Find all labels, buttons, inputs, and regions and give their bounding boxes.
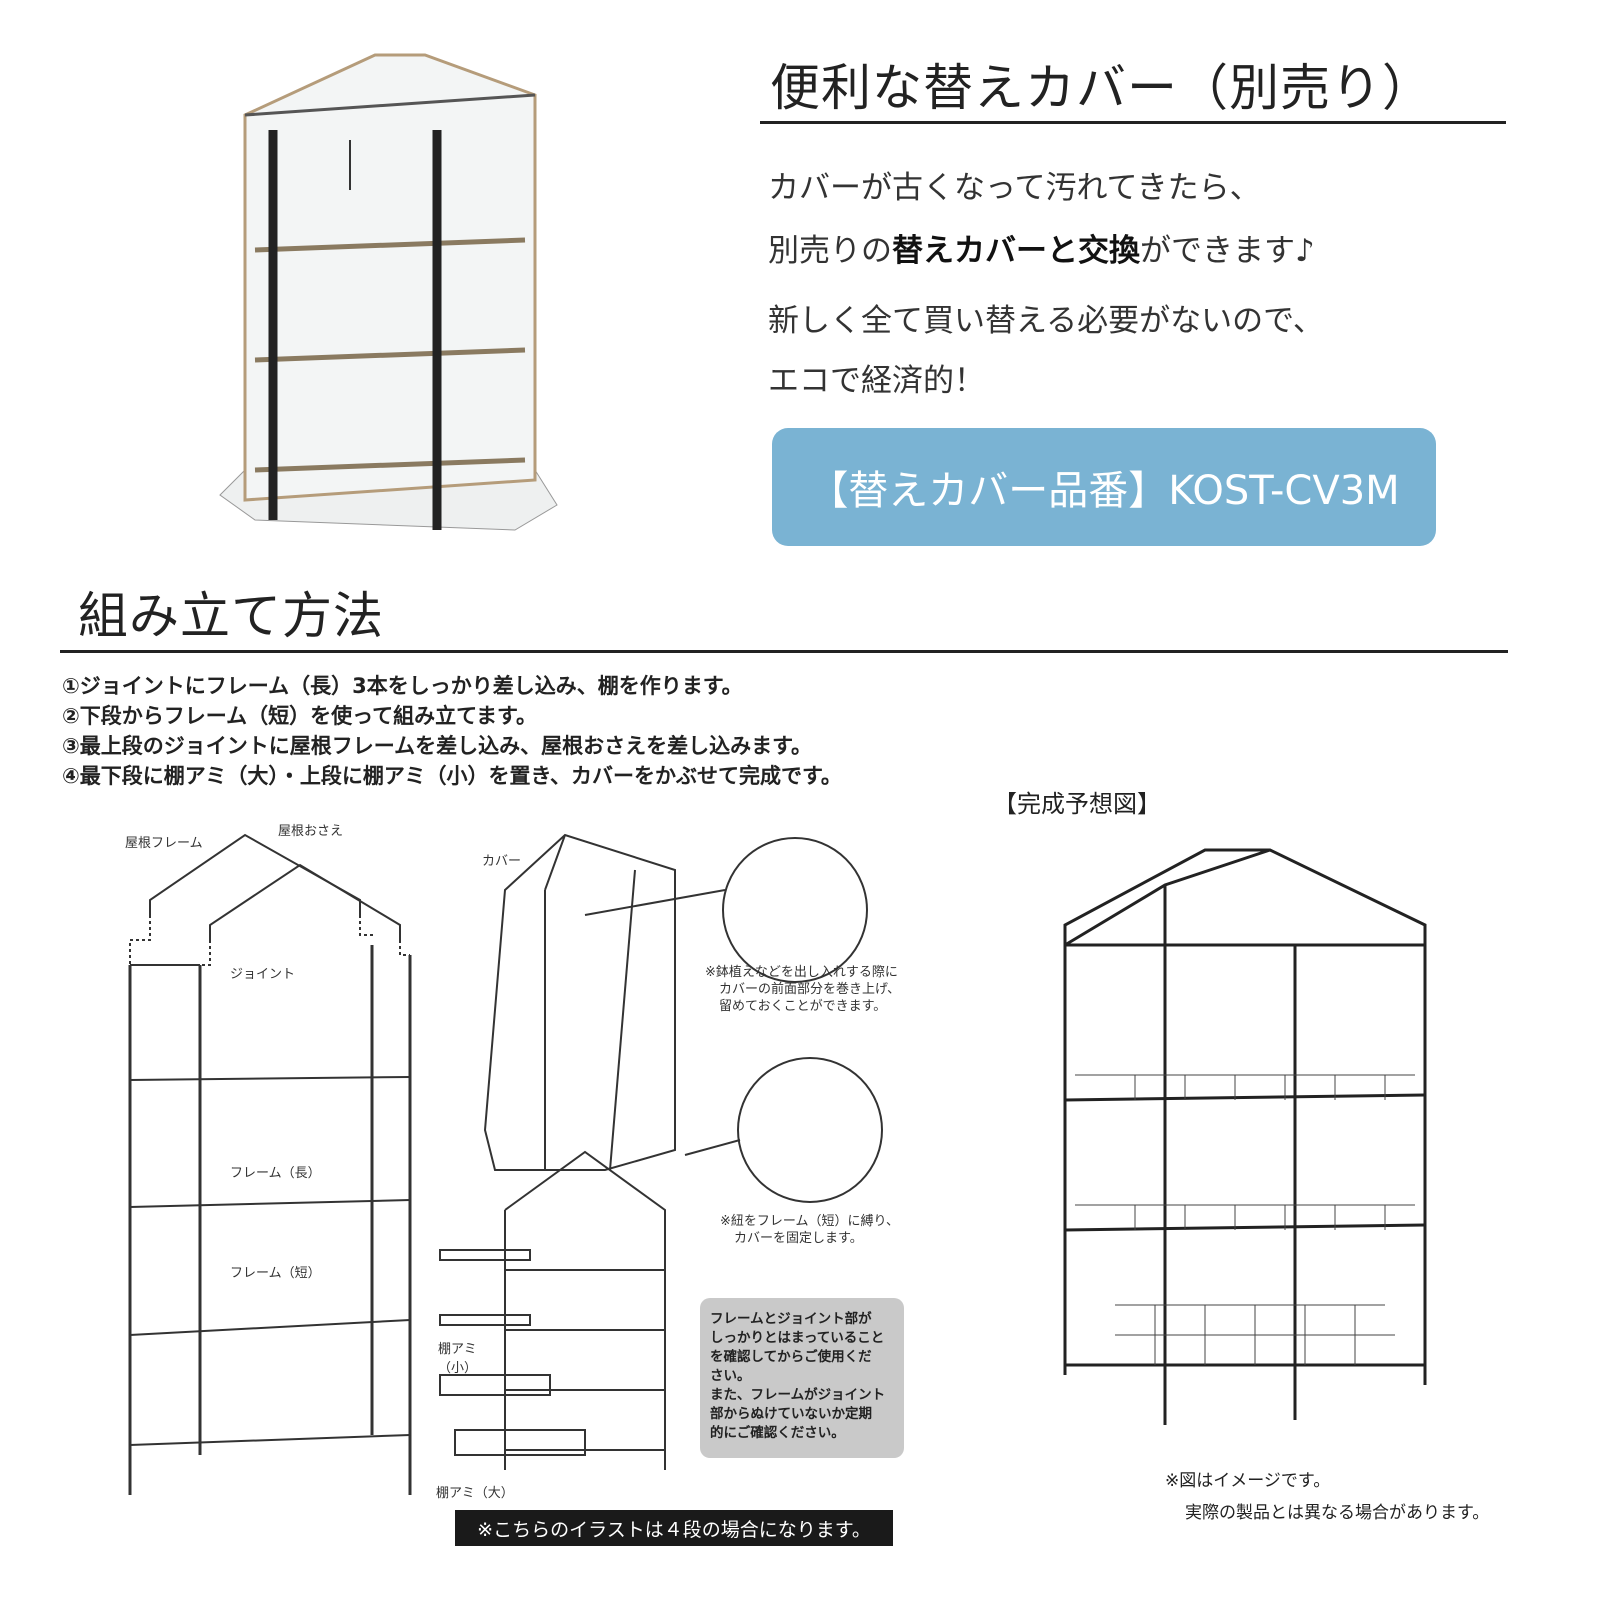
completion-note-2: 実際の製品とは異なる場合があります。 xyxy=(1185,1503,1490,1523)
completed-greenhouse-illustration xyxy=(1063,848,1427,1425)
divider xyxy=(60,650,1508,653)
cover-text-line-2: 別売りの替えカバーと交換ができます♪ xyxy=(768,233,1315,269)
assembly-step-3: ③最上段のジョイントに屋根フレームを差し込み、屋根おさえを差し込みます。 xyxy=(62,734,813,758)
completion-title: 【完成予想図】 xyxy=(993,790,1161,818)
part-number-banner: 【替えカバー品番】KOST-CV3M xyxy=(772,428,1436,546)
cover-text-line-1: カバーが古くなって汚れてきたら、 xyxy=(768,170,1261,206)
four-tier-note: ※こちらのイラストは４段の場合になります。 xyxy=(455,1510,893,1546)
label-roof-frame: 屋根フレーム xyxy=(125,836,203,851)
frame-exploded-diagram xyxy=(128,833,412,1495)
divider xyxy=(760,121,1506,124)
label-shelf-net-large: 棚アミ（大） xyxy=(436,1486,514,1501)
assembly-step-2: ②下段からフレーム（短）を使って組み立てます。 xyxy=(62,704,537,728)
note-tie: ※紐をフレーム（短）に縛り、 カバーを固定します。 xyxy=(720,1214,899,1246)
assembly-title: 組み立て方法 xyxy=(78,587,384,645)
label-cover: カバー xyxy=(482,854,522,869)
label-joint: ジョイント xyxy=(230,967,296,982)
greenhouse-photo xyxy=(219,53,558,531)
cover-shelf-diagram xyxy=(439,833,883,1470)
cover-section-title: 便利な替えカバー（別売り） xyxy=(770,59,1433,117)
label-frame-short: フレーム（短） xyxy=(230,1266,321,1281)
note-rollup: ※鉢植えなどを出し入れする際に カバーの前面部分を巻き上げ、 留めておくことがで… xyxy=(705,965,901,1014)
assembly-step-4: ④最下段に棚アミ（大）・上段に棚アミ（小）を置き、カバーをかぶせて完成です。 xyxy=(62,764,842,788)
assembly-step-1: ①ジョイントにフレーム（長）3本をしっかり差し込み、棚を作ります。 xyxy=(62,674,743,698)
label-roof-holder: 屋根おさえ xyxy=(278,824,344,839)
label-shelf-net-small: 棚アミ（小） xyxy=(438,1342,478,1376)
cover-text-line-3: 新しく全て買い替える必要がないので、 xyxy=(768,303,1324,339)
label-frame-long: フレーム（長） xyxy=(230,1166,321,1181)
completion-note-1: ※図はイメージです。 xyxy=(1165,1471,1331,1491)
caution-box: フレームとジョイント部がしっかりとはまっていることを確認してからご使用ください。… xyxy=(700,1298,904,1458)
cover-text-line-4: エコで経済的！ xyxy=(768,363,985,399)
